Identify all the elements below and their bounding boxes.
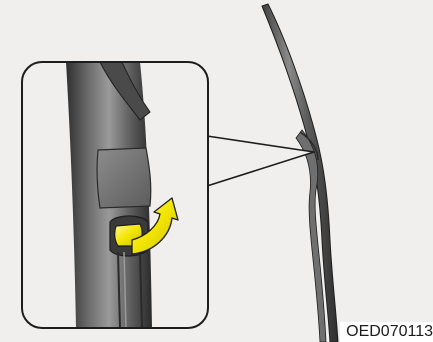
inset-detail	[22, 62, 208, 328]
figure-code: OED070113	[340, 322, 433, 342]
callout-pointer	[205, 136, 314, 186]
wiper-arm	[262, 4, 338, 342]
